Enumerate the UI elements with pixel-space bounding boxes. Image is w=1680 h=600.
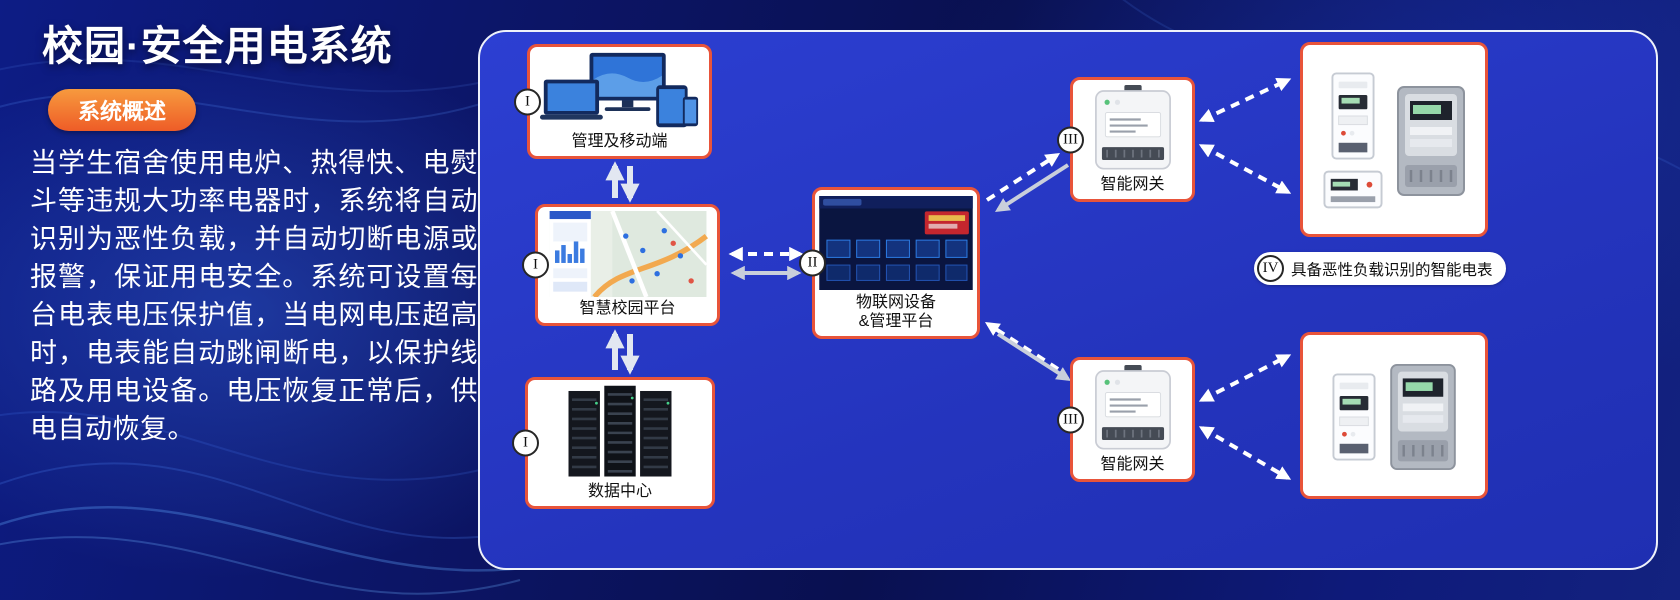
arrow-iot-gateway-top-dashed <box>985 153 1061 202</box>
node-label-gateway-top: 智能网关 <box>1100 175 1165 193</box>
gateway-device-illustration <box>1077 364 1188 454</box>
node-label-platform: 智慧校园平台 <box>579 299 676 317</box>
arrow-gateway-bottom-meter-upper <box>1198 354 1292 402</box>
page-title: 校园·安全用电系统 <box>42 23 393 69</box>
node-iot-platform: II 物联网设备 &管理平台 <box>799 187 980 339</box>
din-meter-icon <box>1330 72 1375 160</box>
node-label-iot: 物联网设备 &管理平台 <box>856 292 936 334</box>
management-devices-illustration <box>534 51 705 131</box>
numeral-platform: I <box>522 251 549 279</box>
numeral-smart-meters: IV <box>1257 255 1284 282</box>
numeral-gateway-top: III <box>1057 126 1084 153</box>
arrow-gateway-top-meter-lower <box>1198 144 1292 194</box>
node-smart-meters-bottom <box>1300 332 1488 499</box>
numeral-datacenter: I <box>512 429 539 457</box>
node-gateway-top: III 智能网关 <box>1057 77 1195 202</box>
arrow-gateway-top-iot-solid <box>994 163 1070 212</box>
node-gateway-bottom: III 智能网关 <box>1057 357 1195 482</box>
arrow-gateway-top-meter-upper <box>1198 78 1292 122</box>
node-management: I 管理及移动端 <box>514 44 712 159</box>
node-smart-meters-top <box>1300 42 1488 237</box>
smart-meters-illustration <box>1307 339 1481 494</box>
node-label-management: 管理及移动端 <box>571 132 668 150</box>
panel-meter-icon <box>1396 85 1465 196</box>
arrow-iot-gateway-bottom-solid <box>996 332 1072 381</box>
data-center-racks-illustration <box>532 384 708 481</box>
diagram-panel: I 管理及移动端 I <box>478 30 1658 570</box>
node-label-gateway-bottom: 智能网关 <box>1100 455 1165 473</box>
numeral-management: I <box>514 88 541 115</box>
iot-label-line2: &管理平台 <box>858 312 934 330</box>
gateway-device-illustration <box>1077 84 1188 174</box>
din-meter-icon <box>1331 372 1376 461</box>
diagram-arrows <box>605 78 1292 480</box>
iot-label-line1: 物联网设备 <box>855 294 936 312</box>
left-intro: 校园·安全用电系统 系统概述 当学生宿舍使用电炉、热得快、电熨斗等违规大功率电器… <box>30 12 478 449</box>
node-data-center: I 数据中心 <box>512 377 715 509</box>
numeral-gateway-bottom: III <box>1057 406 1084 433</box>
smart-meter-pill: IV 具备恶性负载识别的智能电表 <box>1254 252 1506 285</box>
numeral-iot: II <box>799 249 826 277</box>
panel-meter-icon <box>1389 363 1456 470</box>
node-label-datacenter: 数据中心 <box>587 482 652 500</box>
smart-meters-illustration <box>1307 49 1481 232</box>
din-module-icon <box>1322 170 1383 209</box>
campus-platform-dashboard-illustration <box>542 211 713 298</box>
smart-meter-pill-label: 具备恶性负载识别的智能电表 <box>1291 261 1493 279</box>
node-smart-campus-platform: I 智慧校园平台 <box>522 204 720 326</box>
overview-badge: 系统概述 <box>48 89 197 131</box>
iot-platform-dashboard-illustration <box>819 194 973 292</box>
arrow-gateway-bottom-iot-dashed <box>984 322 1060 371</box>
system-description: 当学生宿舍使用电炉、热得快、电熨斗等违规大功率电器时，系统将自动识别为恶性负载，… <box>30 148 478 445</box>
arrow-gateway-bottom-meter-lower <box>1198 426 1292 480</box>
